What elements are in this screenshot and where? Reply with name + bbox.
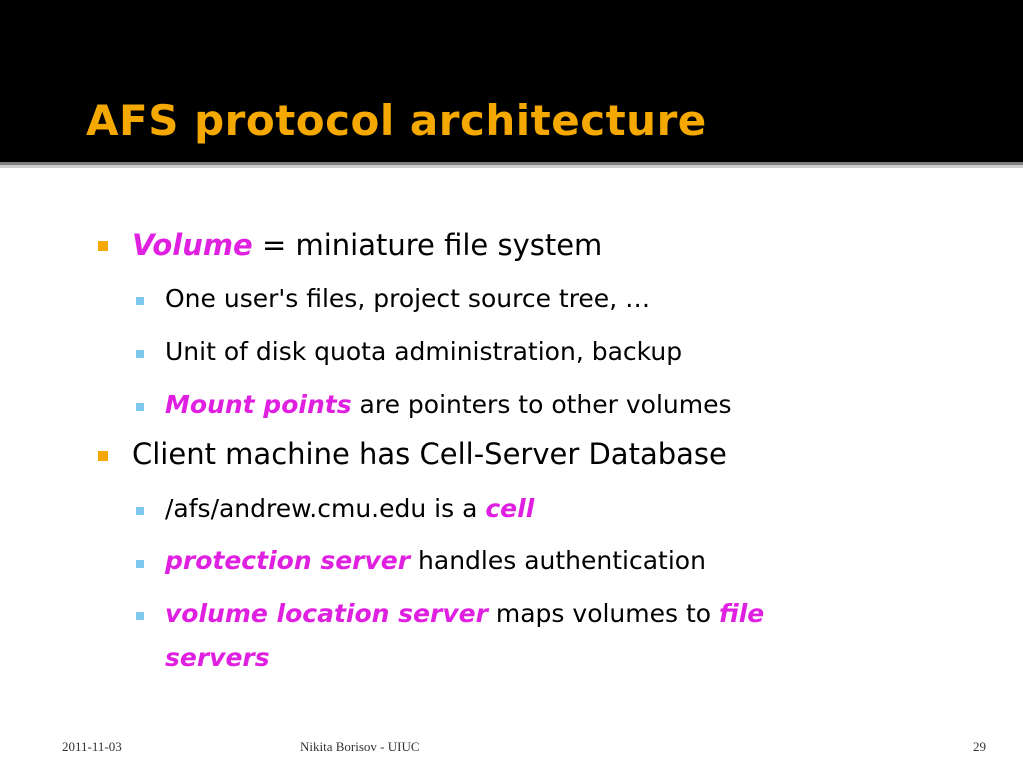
title-bar <box>0 0 1023 162</box>
sub-bullet-square-icon <box>136 297 144 305</box>
sub-bullet-text: /afs/andrew.cmu.edu is a <box>165 494 486 523</box>
bullet-square-icon <box>98 451 108 461</box>
bullet-square-icon <box>98 241 108 251</box>
bullet-text: Client machine has Cell-Server Database <box>132 437 727 471</box>
footer-author: Nikita Borisov - UIUC <box>300 739 420 754</box>
sub-bullet-text: handles authentication <box>410 546 706 575</box>
sub-bullet-text: are pointers to other volumes <box>351 390 732 419</box>
sub-bullet-square-icon <box>136 403 144 411</box>
sub-bullet-text: maps volumes to <box>487 599 720 628</box>
sub-bullet-mount-points: Mount points are pointers to other volum… <box>165 390 732 419</box>
bullet-volume: Volume = miniature file system <box>132 228 602 262</box>
sub-bullet-volume-location-server: volume location server maps volumes to f… <box>165 599 764 628</box>
emphasis-volume-location-server: volume location server <box>165 599 488 628</box>
emphasis-servers: servers <box>165 643 270 672</box>
sub-bullet-continuation: servers <box>165 643 270 672</box>
sub-bullet-square-icon <box>136 350 144 358</box>
sub-bullet-square-icon <box>136 612 144 620</box>
bullet-text: = miniature file system <box>252 228 603 262</box>
emphasis-protection-server: protection server <box>165 546 411 575</box>
emphasis-cell: cell <box>485 494 535 523</box>
title-divider-shadow <box>0 165 1023 168</box>
sub-bullet-text: Unit of disk quota administration, backu… <box>165 337 683 366</box>
sub-bullet-square-icon <box>136 507 144 515</box>
sub-bullet-quota: Unit of disk quota administration, backu… <box>165 337 682 366</box>
sub-bullet-cell: /afs/andrew.cmu.edu is a cell <box>165 494 534 523</box>
bullet-client-machine: Client machine has Cell-Server Database <box>132 437 727 471</box>
sub-bullet-text: One user's files, project source tree, … <box>165 284 651 313</box>
emphasis-volume: Volume <box>132 228 253 262</box>
emphasis-file: file <box>719 599 765 628</box>
sub-bullet-square-icon <box>136 560 144 568</box>
emphasis-mount-points: Mount points <box>165 390 352 419</box>
title-divider <box>0 162 1023 165</box>
slide-title: AFS protocol architecture <box>86 96 707 145</box>
sub-bullet-protection-server: protection server handles authentication <box>165 546 706 575</box>
sub-bullet-files: One user's files, project source tree, … <box>165 284 650 313</box>
footer-page-number: 29 <box>973 739 986 754</box>
footer-date: 2011-11-03 <box>62 739 122 754</box>
